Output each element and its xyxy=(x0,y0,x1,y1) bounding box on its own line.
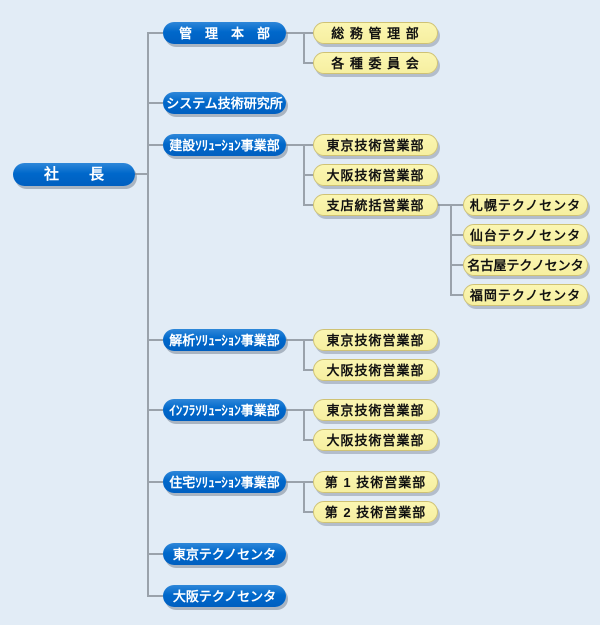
connector-branch-stub3 xyxy=(450,264,463,266)
org-node-analysis-tokyo-sales: 東京技術営業部 xyxy=(313,329,438,351)
org-node-system-research-institute: システム技術研究所 xyxy=(163,92,286,114)
connector-housing-stub2 xyxy=(303,511,315,513)
connector-branch-vertical xyxy=(450,204,452,296)
org-node-tokyo-techno-center: 東京テクノセンタ xyxy=(163,543,286,565)
connector-stub-construction xyxy=(147,144,163,146)
connector-root-horizontal xyxy=(135,173,149,175)
connector-infra-stub2 xyxy=(303,439,315,441)
connector-management-stub2 xyxy=(303,62,315,64)
connector-stub-tokyo-techno xyxy=(147,553,163,555)
connector-branch-stub4 xyxy=(450,294,463,296)
org-node-housing-no2-sales: 第 2 技術営業部 xyxy=(313,501,438,523)
org-node-fukuoka-techno-center: 福岡テクノセンタ xyxy=(463,284,588,306)
connector-construction-stub2 xyxy=(303,174,315,176)
org-node-housing-no1-sales: 第 1 技術営業部 xyxy=(313,471,438,493)
connector-stub-infra xyxy=(147,409,163,411)
org-node-sendai-techno-center: 仙台テクノセンタ xyxy=(463,224,588,246)
org-node-nagoya-techno-center: 名古屋テクノセンタ xyxy=(463,254,588,276)
org-node-construction-osaka-sales: 大阪技術営業部 xyxy=(313,164,438,186)
connector-infra-vertical xyxy=(303,409,305,441)
org-node-osaka-techno-center: 大阪テクノセンタ xyxy=(163,585,286,607)
org-node-infra-tokyo-sales: 東京技術営業部 xyxy=(313,399,438,421)
connector-stub-osaka-techno xyxy=(147,595,163,597)
org-node-branch-supervising-sales: 支店統括営業部 xyxy=(313,194,438,216)
connector-construction-horizontal xyxy=(286,144,313,146)
connector-analysis-horizontal xyxy=(286,339,313,341)
org-node-analysis-osaka-sales: 大阪技術営業部 xyxy=(313,359,438,381)
connector-housing-vertical xyxy=(303,481,305,513)
org-node-management-division: 管 理 本 部 xyxy=(163,22,286,44)
connector-analysis-stub2 xyxy=(303,369,315,371)
org-node-committees: 各 種 委 員 会 xyxy=(313,52,438,74)
org-node-sapporo-techno-center: 札幌テクノセンタ xyxy=(463,194,588,216)
connector-management-horizontal xyxy=(286,32,313,34)
connector-analysis-vertical xyxy=(303,339,305,371)
connector-branch-stub2 xyxy=(450,234,463,236)
org-node-housing-solutions-division: 住宅ｿﾘｭｰｼｮﾝ事業部 xyxy=(163,471,286,493)
org-node-construction-solutions-division: 建設ｿﾘｭｰｼｮﾝ事業部 xyxy=(163,134,286,156)
connector-housing-horizontal xyxy=(286,481,313,483)
connector-trunk-vertical xyxy=(147,32,149,597)
connector-management-vertical xyxy=(303,32,305,64)
org-node-president: 社 長 xyxy=(13,163,135,186)
connector-construction-stub3 xyxy=(303,204,315,206)
connector-stub-housing xyxy=(147,481,163,483)
connector-infra-horizontal xyxy=(286,409,313,411)
org-node-infra-osaka-sales: 大阪技術営業部 xyxy=(313,429,438,451)
org-node-infra-solutions-division: ｲﾝﾌﾗｿﾘｭｰｼｮﾝ事業部 xyxy=(163,399,286,421)
org-node-construction-tokyo-sales: 東京技術営業部 xyxy=(313,134,438,156)
connector-stub-management xyxy=(147,32,163,34)
org-node-analysis-solutions-division: 解析ｿﾘｭｰｼｮﾝ事業部 xyxy=(163,329,286,351)
org-node-general-affairs-dept: 総 務 管 理 部 xyxy=(313,22,438,44)
connector-stub-system-research xyxy=(147,102,163,104)
connector-stub-analysis xyxy=(147,339,163,341)
